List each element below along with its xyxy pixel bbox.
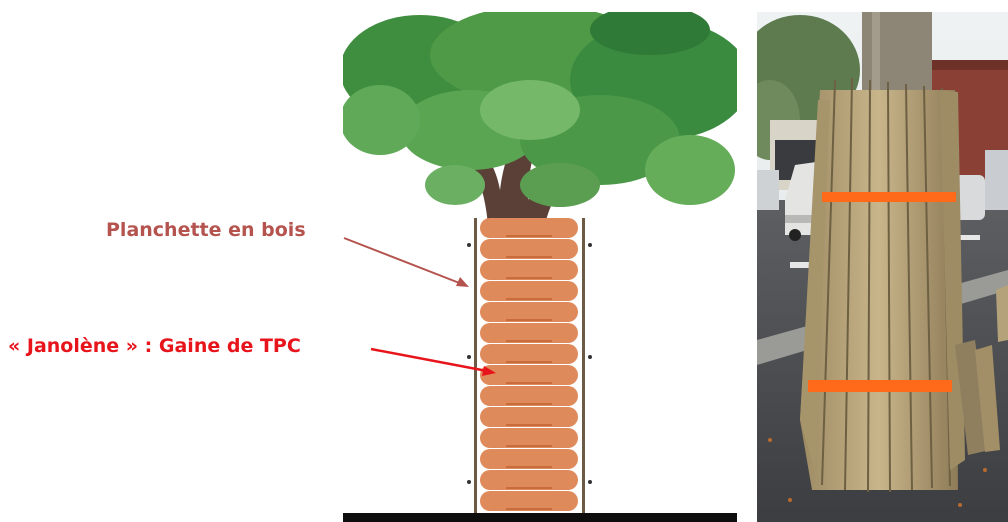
parked-car-right bbox=[955, 150, 1008, 220]
post-screws bbox=[467, 243, 592, 484]
orange-strap-top bbox=[822, 192, 956, 202]
arrow-planchette bbox=[343, 237, 469, 287]
wooden-post-right bbox=[582, 218, 585, 513]
tree-illustration bbox=[343, 12, 737, 522]
wooden-plank-guard bbox=[800, 77, 965, 493]
ground bbox=[343, 513, 737, 522]
planchette-label: Planchette en bois bbox=[106, 219, 306, 241]
spare-planks bbox=[955, 285, 1008, 455]
orange-strap-bottom bbox=[808, 380, 952, 392]
tpc-sleeve-stack bbox=[480, 218, 578, 511]
janolene-label: « Janolène » : Gaine de TPC bbox=[8, 335, 301, 357]
arrow-janolene bbox=[370, 347, 496, 376]
wooden-post-left bbox=[474, 218, 477, 513]
tree-foliage bbox=[343, 12, 737, 207]
protected-tree-photo bbox=[757, 12, 1008, 522]
